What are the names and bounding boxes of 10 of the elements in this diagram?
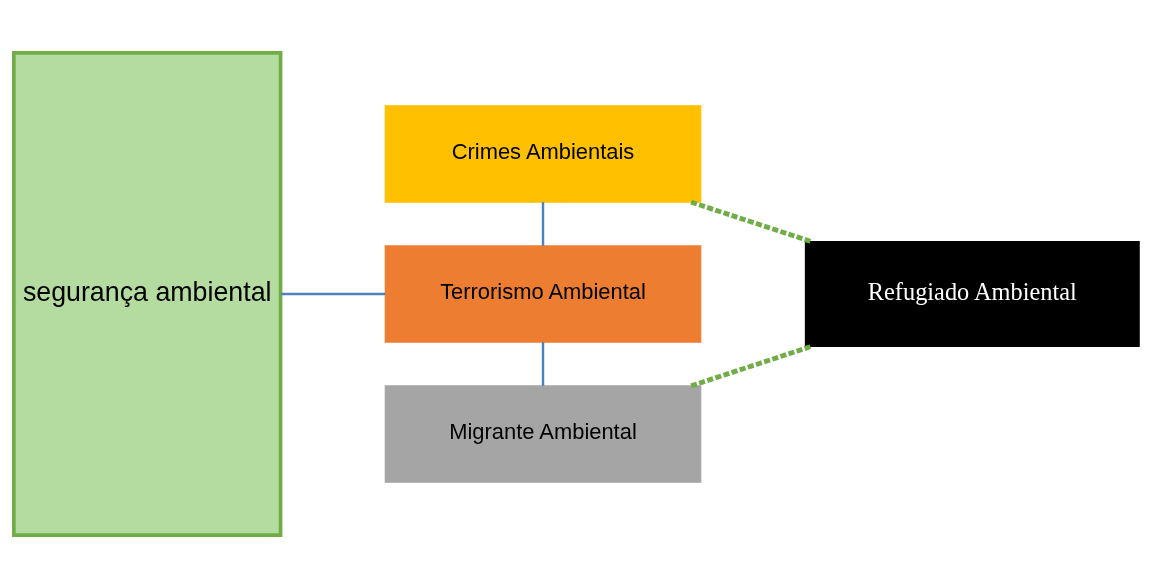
connector: [690, 343, 812, 388]
connector: [690, 199, 812, 244]
connector: [541, 201, 545, 246]
connector: [541, 341, 545, 386]
node-box: Crimes Ambientais: [384, 104, 702, 203]
node-box: Terrorismo Ambiental: [384, 244, 702, 343]
node-box: Migrante Ambiental: [384, 384, 702, 483]
node-box: Refugiado Ambiental: [804, 240, 1140, 347]
node-box: segurança ambiental: [12, 50, 283, 537]
connector: [281, 292, 386, 295]
